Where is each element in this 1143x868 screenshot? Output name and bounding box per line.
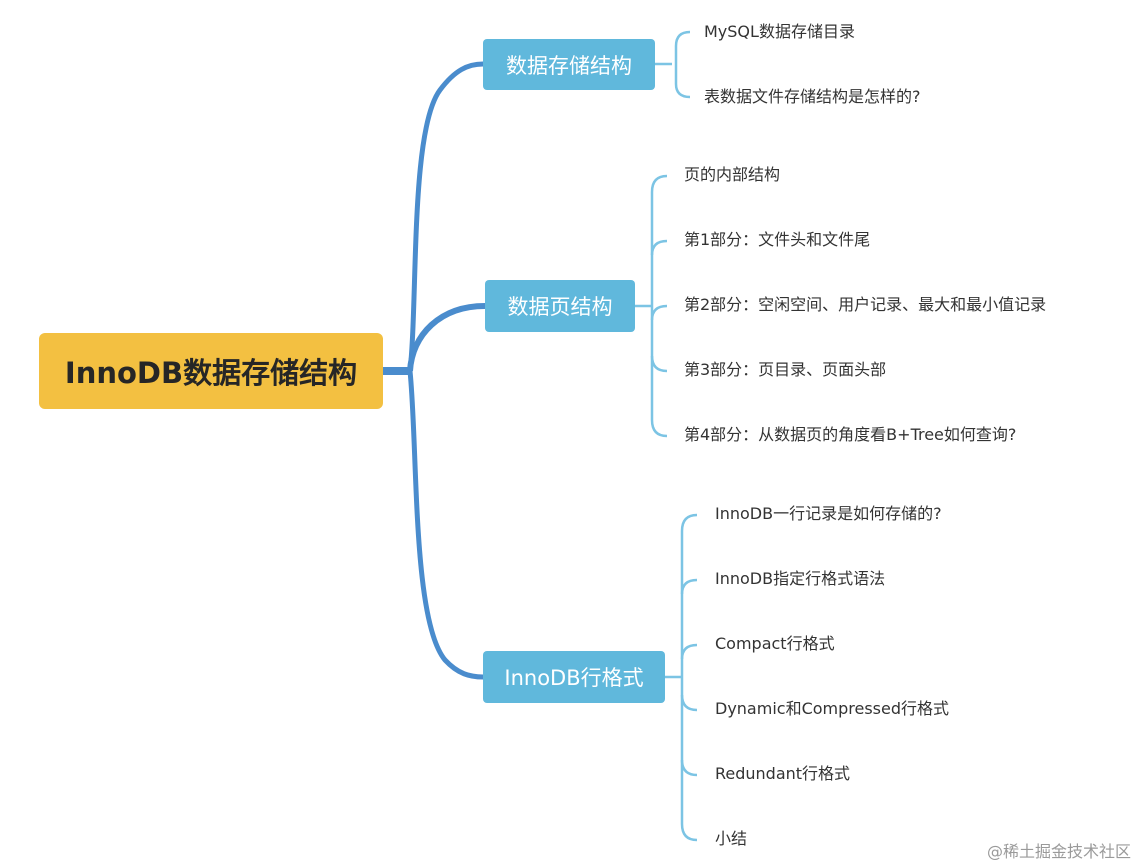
leaf-item[interactable]: MySQL数据存储目录	[704, 22, 855, 41]
root-node[interactable]: InnoDB数据存储结构	[39, 333, 383, 409]
leaf-item[interactable]: InnoDB一行记录是如何存储的?	[715, 504, 942, 523]
connector-branch-1	[407, 61, 484, 372]
leaf-item[interactable]: Compact行格式	[715, 634, 835, 653]
branch-node-row-format[interactable]: InnoDB行格式	[483, 651, 665, 703]
leaf-item[interactable]: 页的内部结构	[684, 165, 781, 184]
leaf-bracket-branch-3	[665, 513, 698, 842]
leaf-bracket-branch-1	[655, 30, 691, 99]
leaf-item[interactable]: Dynamic和Compressed行格式	[715, 699, 950, 718]
leaf-item[interactable]: 小结	[715, 829, 748, 848]
connector-branch-3	[407, 370, 484, 680]
leaf-bracket-branch-2	[635, 174, 668, 438]
branch-node-storage-structure[interactable]: 数据存储结构	[483, 39, 655, 90]
leaf-item[interactable]: 表数据文件存储结构是怎样的?	[704, 87, 921, 106]
leaf-item[interactable]: Redundant行格式	[715, 764, 851, 783]
branch-node-page-structure[interactable]: 数据页结构	[485, 280, 635, 332]
leaf-item[interactable]: 第4部分：从数据页的角度看B+Tree如何查询?	[684, 425, 1017, 444]
leaf-item[interactable]: 第1部分：文件头和文件尾	[684, 230, 871, 249]
watermark: @稀土掘金技术社区	[986, 842, 1131, 861]
leaf-item[interactable]: 第2部分：空闲空间、用户记录、最大和最小值记录	[684, 295, 1047, 314]
leaf-item[interactable]: InnoDB指定行格式语法	[715, 569, 886, 588]
leaf-item[interactable]: 第3部分：页目录、页面头部	[684, 360, 887, 379]
connector-branch-2	[407, 303, 486, 372]
